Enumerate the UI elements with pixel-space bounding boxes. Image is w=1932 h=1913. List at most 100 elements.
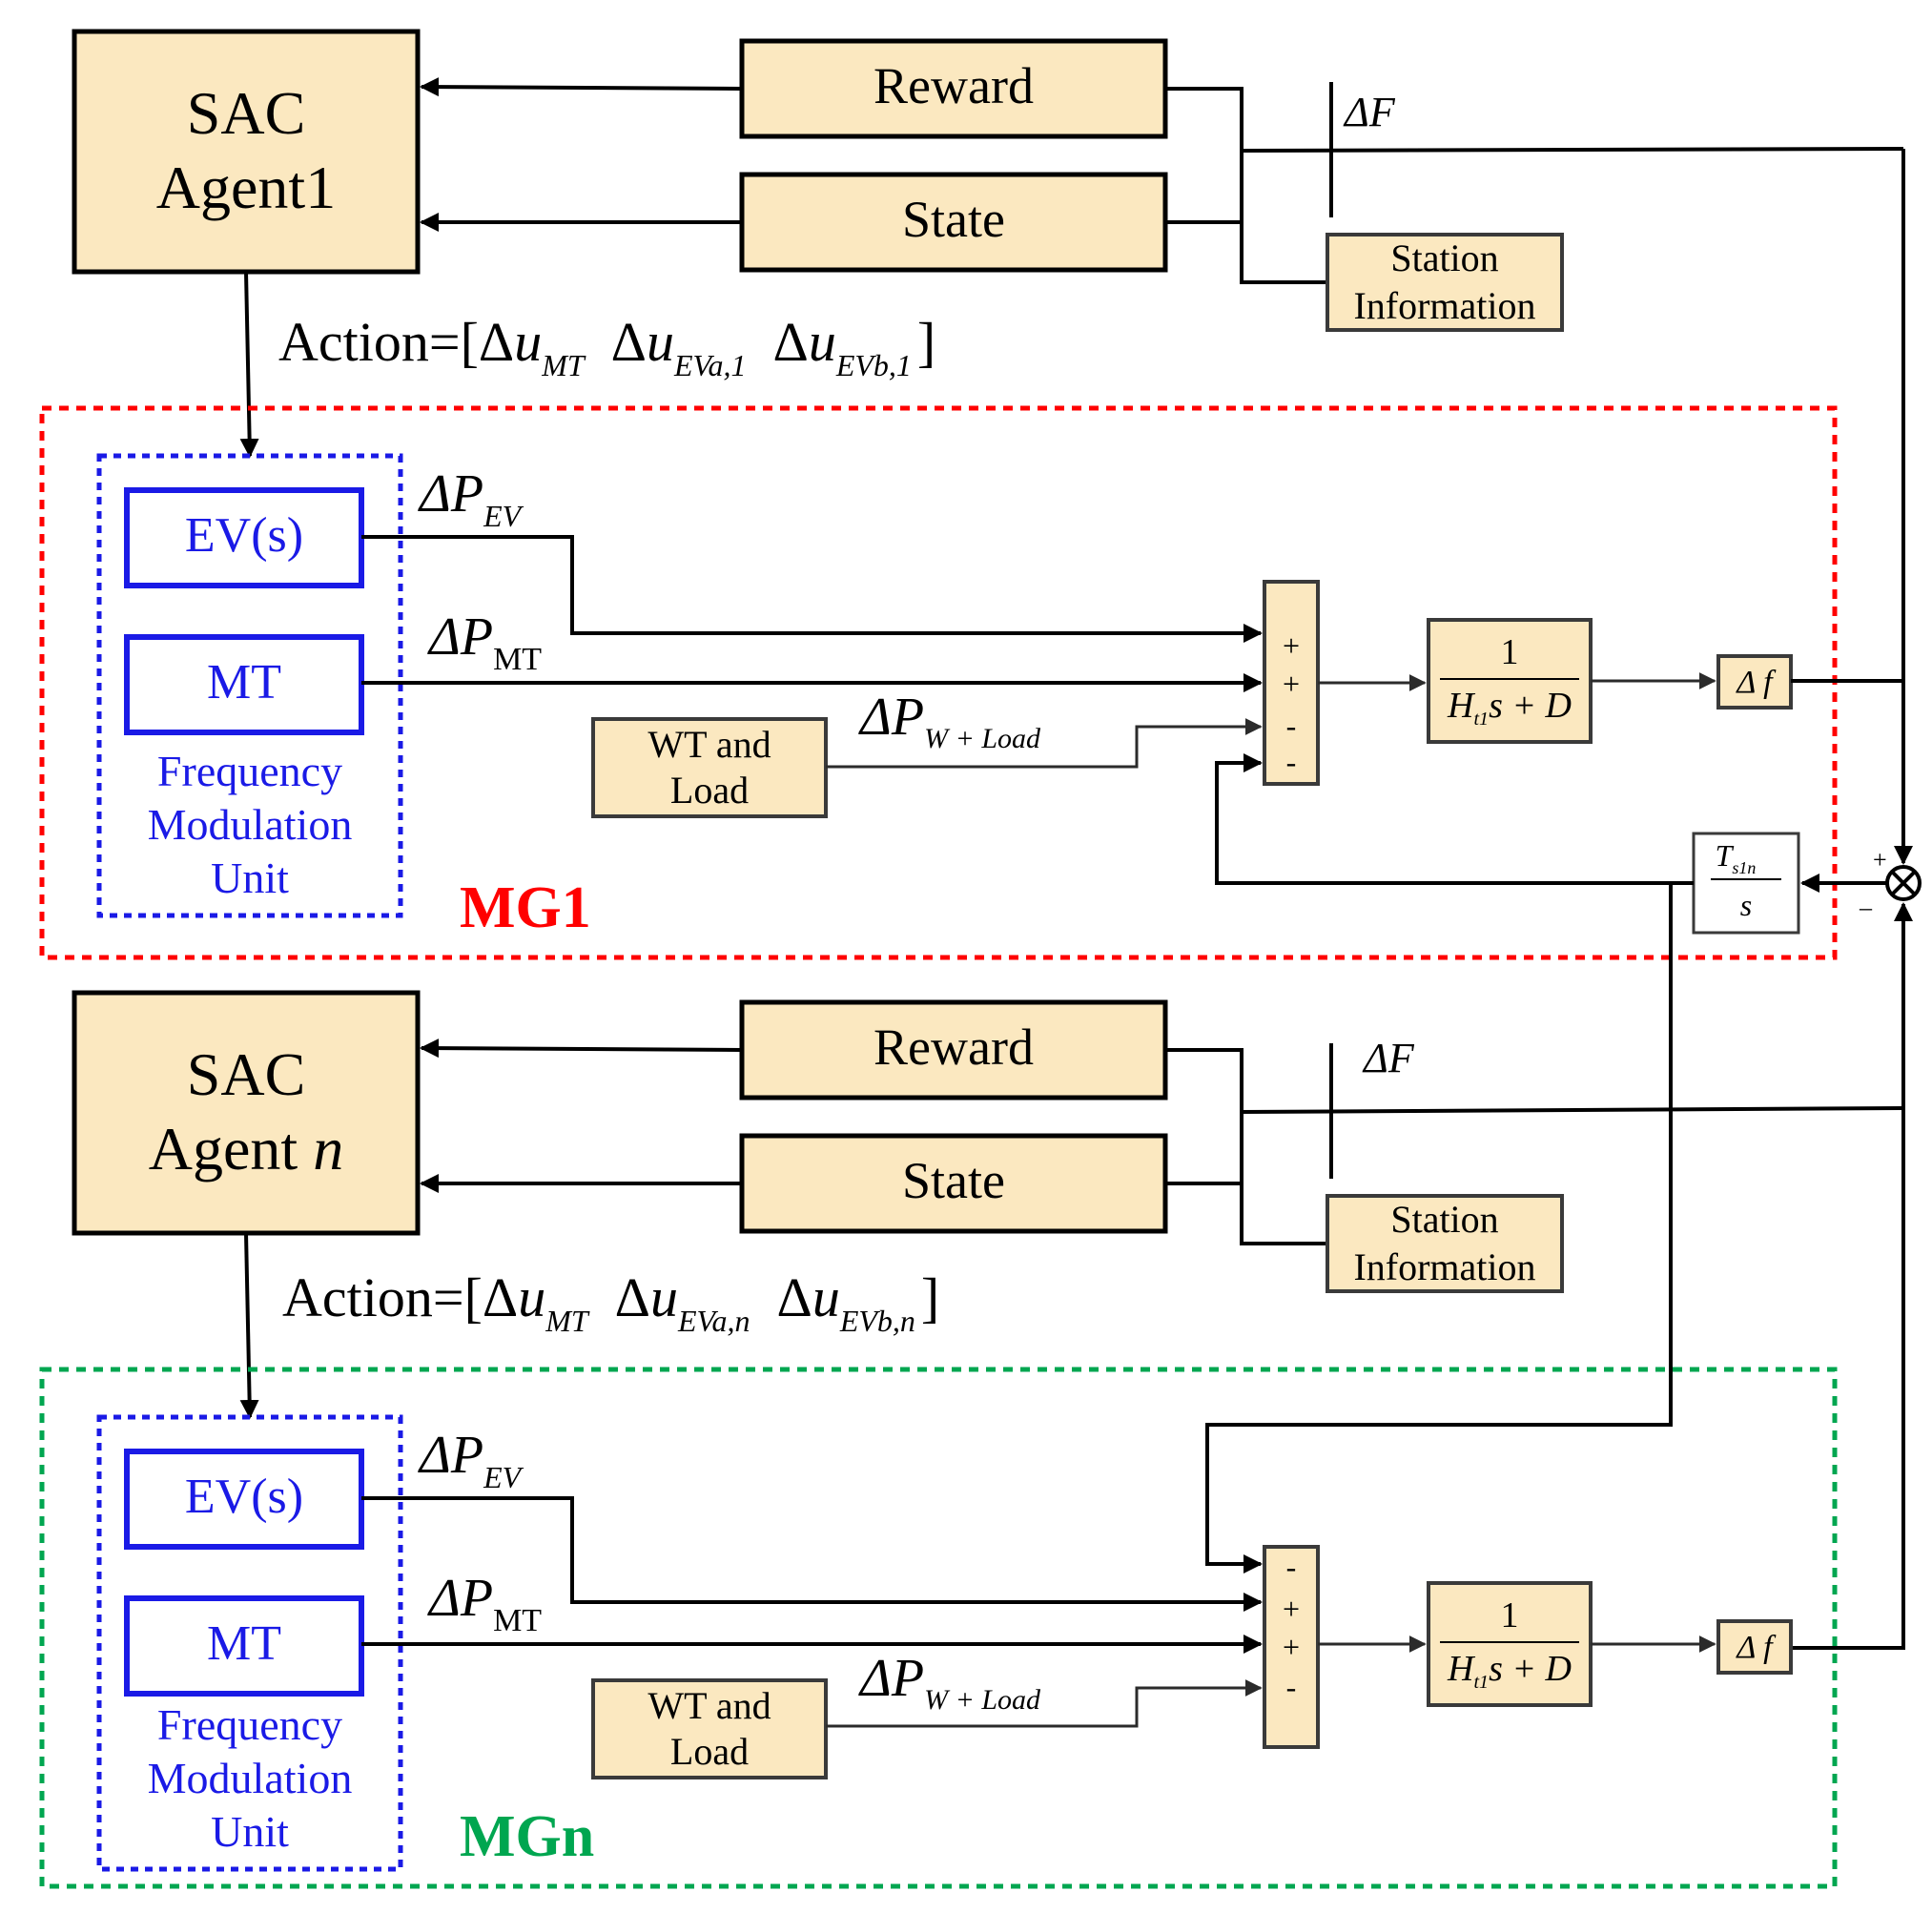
reward-to-agent1-arrow — [420, 77, 743, 97]
tie-junction-plus: + — [1873, 846, 1887, 874]
mg1-tie-den: s — [1740, 888, 1752, 922]
station-info-n-line2: Information — [1353, 1245, 1535, 1288]
mg1-mt-block — [124, 634, 364, 735]
mg1-df-block — [1716, 654, 1793, 710]
mg1-df-label: Δ f — [1735, 665, 1777, 700]
sac-agent1-line1: SAC — [187, 79, 306, 147]
reward-bus-1 — [1165, 87, 1327, 284]
deltaF-label-n: ΔF — [1362, 1035, 1415, 1081]
mgn-wt-line1: WT and — [647, 1684, 771, 1727]
state-label-n: State — [902, 1152, 1005, 1209]
mg1-ev-block — [124, 487, 364, 588]
mg1-mt-label: MT — [207, 655, 281, 710]
mg1-tf-den: Ht1s + D — [1447, 686, 1572, 730]
mg1-wt-line1: WT and — [647, 723, 771, 766]
mgn-ev-wire — [361, 1496, 1263, 1612]
station-info-line1: Station — [1390, 237, 1498, 279]
mgn-wt-line2: Load — [670, 1730, 749, 1773]
mg1-sum-sign-2: + — [1283, 667, 1300, 701]
reward-label-n: Reward — [874, 1018, 1034, 1076]
mg1-tf-num: 1 — [1501, 632, 1519, 672]
state-block-n — [739, 1133, 1168, 1234]
agent1-action-arrow — [239, 271, 259, 458]
mg1-unit-border — [96, 453, 403, 918]
mgn-border — [39, 1367, 1838, 1889]
mgn-sum-block — [1263, 1545, 1320, 1749]
mg1-sum-sign-1: + — [1283, 628, 1300, 663]
mgn-wt-block — [591, 1678, 828, 1779]
reward-label-1: Reward — [874, 57, 1034, 114]
tie-junction-minus: – — [1859, 894, 1873, 921]
sac-agentn-line1: SAC — [187, 1040, 306, 1108]
mg1-tie-num: Ts1n — [1716, 838, 1757, 877]
station-info-line2: Information — [1353, 284, 1535, 327]
mgn-dp-mt-label: ΔPMT — [427, 1569, 542, 1638]
mg1-dp-ev-label: ΔPEV — [418, 464, 524, 533]
mgn-ev-label: EV(s) — [185, 1470, 303, 1524]
station-info-block-n — [1326, 1194, 1564, 1293]
mg1-unit-line3: Unit — [211, 854, 289, 902]
tie-feedback-wire-mg1 — [1215, 753, 1694, 885]
state-block-1 — [739, 172, 1168, 273]
mg1-ev-label: EV(s) — [185, 508, 303, 563]
mgn-region: EV(s) MT Frequency Modulation Unit MGn Δ… — [39, 883, 1838, 1889]
mgn-unit-line1: Frequency — [157, 1700, 342, 1749]
mg1-unit-line2: Modulation — [148, 800, 353, 849]
mgn-mt-block — [124, 1595, 364, 1697]
sac-agentn-block — [72, 990, 421, 1236]
state-label-1: State — [902, 191, 1005, 248]
mg1-ev-wire — [361, 535, 1263, 643]
reward-block-n — [739, 999, 1168, 1100]
mgn-df-to-junction-wire — [1791, 902, 1913, 1650]
mg1-region: EV(s) MT Frequency Modulation Unit MG1 Δ… — [39, 405, 1922, 960]
mg1-unit-line1: Frequency — [157, 747, 342, 795]
mg1-dp-wl-label: ΔPW + Load — [858, 688, 1041, 754]
agentn-section: SAC Agent n Reward State ΔF Station Info… — [72, 990, 1904, 1419]
mgn-df-block — [1716, 1619, 1793, 1675]
mgn-ev-block — [124, 1449, 364, 1550]
mgn-mt-label: MT — [207, 1616, 281, 1671]
mg1-sum-block — [1263, 580, 1320, 786]
station-info-block-1 — [1326, 233, 1564, 332]
mgn-sum-sign-2: + — [1283, 1592, 1300, 1626]
sac-agentn-line2: Agent n — [149, 1115, 343, 1183]
mgn-tf-den: Ht1s + D — [1447, 1649, 1572, 1693]
agent1-section: SAC Agent1 Reward State ΔF Station Infor… — [72, 29, 1904, 458]
mg1-tf-block — [1427, 618, 1593, 744]
mgn-tf-block — [1427, 1581, 1593, 1707]
tie-feedback-wire-mgn — [1205, 883, 1673, 1574]
mgn-dp-wl-label: ΔPW + Load — [858, 1649, 1041, 1716]
mgn-sum-sign-4: - — [1286, 1670, 1297, 1704]
deltaF-label-1: ΔF — [1343, 89, 1396, 135]
mg1-wt-block — [591, 717, 828, 818]
sac-agent1-line2: Agent1 — [156, 154, 336, 221]
station-info-n-line1: Station — [1390, 1198, 1498, 1241]
agentn-action-arrow — [239, 1232, 259, 1419]
sac-agent1-block — [72, 29, 421, 275]
mg1-tie-block — [1692, 832, 1800, 935]
mg1-label: MG1 — [460, 875, 591, 940]
reward-bus-n — [1165, 1048, 1327, 1245]
mgn-tf-num: 1 — [1501, 1595, 1519, 1635]
mgn-unit-line3: Unit — [211, 1807, 289, 1856]
deltaF-tap-1 — [1241, 147, 1904, 153]
mg1-sum-sign-4: - — [1286, 745, 1297, 779]
tie-junction-x2 — [1890, 870, 1917, 896]
mgn-unit-border — [96, 1414, 403, 1872]
mgn-unit-line2: Modulation — [148, 1754, 353, 1802]
mg1-wt-line2: Load — [670, 769, 749, 812]
reward-to-agentn-arrow — [420, 1039, 743, 1059]
mgn-dp-ev-label: ΔPEV — [418, 1426, 524, 1494]
deltaF-tap-n — [1241, 1106, 1904, 1114]
mgn-sum-sign-1: - — [1286, 1550, 1297, 1584]
mg1-wt-wire — [826, 718, 1263, 769]
mgn-sum-sign-3: + — [1283, 1630, 1300, 1664]
mg1-sum-sign-3: - — [1286, 709, 1297, 743]
mgn-label: MGn — [460, 1804, 594, 1869]
mg1-dp-mt-label: ΔPMT — [427, 607, 542, 677]
mgn-df-label: Δ f — [1735, 1630, 1777, 1665]
mgn-wt-wire — [826, 1679, 1263, 1728]
